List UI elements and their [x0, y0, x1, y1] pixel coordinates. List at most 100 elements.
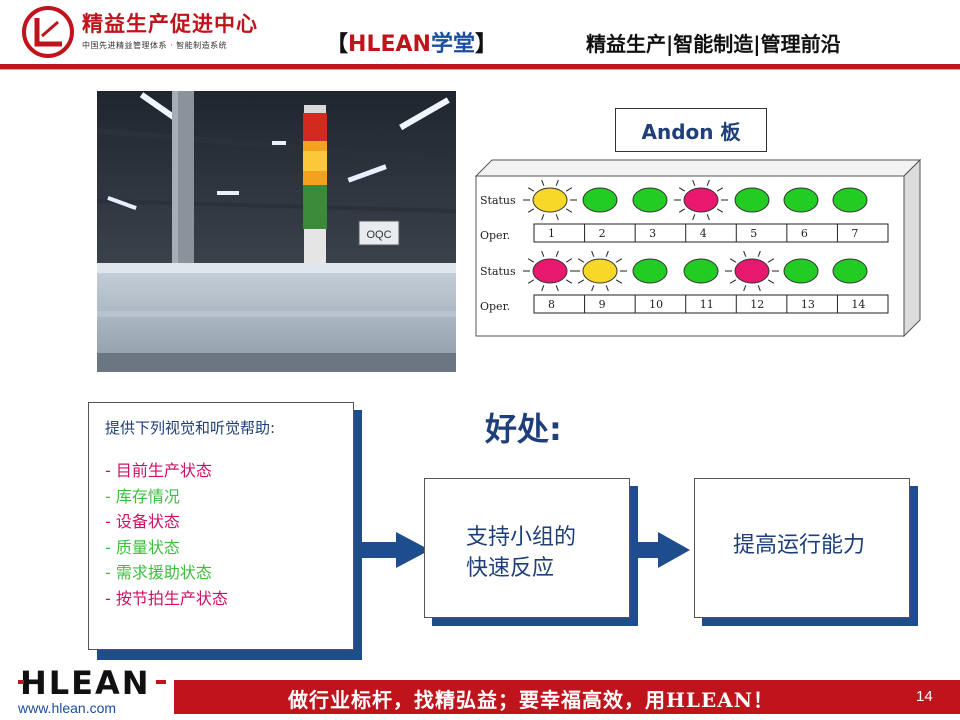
light-ray	[577, 279, 585, 284]
status-light-green	[832, 187, 868, 213]
brand-tag: 【HLEAN学堂】	[326, 32, 497, 57]
oqc-sign-text: OQC	[366, 229, 391, 241]
slide-header: 精益生产促进中心 中国先进精益管理体系 · 智能制造系统 【HLEAN学堂】 精…	[0, 0, 960, 66]
light-ray	[541, 285, 545, 292]
operator-number: 14	[851, 298, 865, 311]
footer-url: www.hlean.com	[18, 700, 117, 716]
light-ray	[692, 214, 696, 221]
andon-label: Andon 板	[641, 119, 741, 144]
light-ray	[743, 250, 747, 257]
light-ray	[555, 214, 559, 221]
light-ray	[565, 258, 573, 263]
operator-number: 6	[801, 227, 808, 240]
light-ray	[615, 258, 623, 263]
light-ray	[555, 179, 559, 186]
status-light-green	[734, 187, 770, 213]
status-light-red	[532, 258, 568, 284]
list-item: - 设备状态	[105, 512, 180, 531]
status-light-green	[783, 258, 819, 284]
light-ray	[527, 208, 535, 213]
light-ray	[541, 179, 545, 186]
light-ray	[743, 285, 747, 292]
flow-box-2-text: 提高运行能力	[733, 533, 866, 558]
light-ray	[605, 285, 609, 292]
operator-number: 5	[750, 227, 757, 240]
footer-logo-text: HLEAN	[20, 664, 151, 702]
light-ray	[527, 258, 535, 263]
operator-number: 2	[599, 227, 606, 240]
status-light-green	[832, 258, 868, 284]
operator-number: 4	[700, 227, 707, 240]
light-ray	[716, 208, 724, 213]
operator-number: 10	[649, 298, 663, 311]
light-ray	[541, 250, 545, 257]
header-divider-thin	[0, 69, 960, 70]
header-divider	[0, 64, 960, 69]
company-logo-icon	[22, 6, 74, 58]
andon-label-box: Andon 板	[615, 108, 767, 152]
list-item: - 目前生产状态	[105, 461, 212, 480]
light-ray	[757, 285, 761, 292]
row1-oper-label: Oper.	[480, 229, 510, 242]
light-ray	[565, 187, 573, 192]
status-light-green	[582, 187, 618, 213]
status-light-green	[632, 187, 668, 213]
row2-oper-cells	[533, 294, 889, 314]
logo-title: 精益生产促进中心	[82, 12, 258, 36]
status-light-red	[734, 258, 770, 284]
flow-box-quick-response	[424, 478, 630, 618]
light-ray	[678, 208, 686, 213]
light-ray	[706, 179, 710, 186]
row2-oper-label: Oper.	[480, 300, 510, 313]
operator-number: 8	[548, 298, 555, 311]
light-ray	[729, 279, 737, 284]
operator-number: 1	[548, 227, 555, 240]
list-item: - 按节拍生产状态	[105, 588, 228, 608]
row1-oper-cells	[533, 223, 889, 243]
benefits-title: 好处:	[485, 410, 562, 448]
hlean-footer-logo: HLEAN	[18, 664, 166, 702]
light-ray	[577, 258, 585, 263]
light-ray	[591, 285, 595, 292]
light-ray	[541, 214, 545, 221]
light-ray	[605, 250, 609, 257]
status-light-green	[783, 187, 819, 213]
operator-number: 12	[750, 298, 764, 311]
list-item: - 质量状态	[105, 537, 180, 557]
row2-status-label: Status	[480, 265, 516, 278]
row1-status-label: Status	[480, 194, 516, 207]
light-ray	[767, 279, 775, 284]
operator-number: 11	[700, 298, 714, 311]
status-light-green	[632, 258, 668, 284]
light-ray	[555, 250, 559, 257]
light-ray	[678, 187, 686, 192]
light-ray	[767, 258, 775, 263]
light-ray	[591, 250, 595, 257]
andon-stack-light-photo: OQC	[97, 91, 456, 372]
logo-subtitle: 中国先进精益管理体系 · 智能制造系统	[82, 41, 228, 50]
status-light-red	[683, 187, 719, 213]
operator-number: 9	[599, 298, 606, 311]
operator-number: 13	[801, 298, 815, 311]
status-light-green	[683, 258, 719, 284]
flow-box-improve-capability	[694, 478, 910, 618]
arrow-right-icon	[632, 532, 690, 568]
light-ray	[555, 285, 559, 292]
operator-number: 3	[649, 227, 656, 240]
light-ray	[729, 258, 737, 263]
info-box-title: 提供下列视觉和听觉帮助:	[105, 419, 276, 437]
footer-bar	[174, 680, 960, 714]
header-slogan: 精益生产|智能制造|管理前沿	[586, 32, 841, 56]
list-item: - 库存情况	[105, 486, 180, 506]
light-ray	[757, 250, 761, 257]
light-ray	[565, 208, 573, 213]
aids-list: - 目前生产状态 - 库存情况 - 设备状态 - 质量状态 - 需求援助状态 -…	[105, 458, 353, 611]
light-ray	[565, 279, 573, 284]
light-ray	[716, 187, 724, 192]
status-light-yellow	[532, 187, 568, 213]
visual-audio-aids-box: 提供下列视觉和听觉帮助: - 目前生产状态 - 库存情况 - 设备状态 - 质量…	[88, 402, 354, 650]
footer-slogan: 做行业标杆，找精弘益；要幸福高效，用HLEAN！	[288, 688, 775, 712]
light-ray	[692, 179, 696, 186]
light-ray	[527, 279, 535, 284]
